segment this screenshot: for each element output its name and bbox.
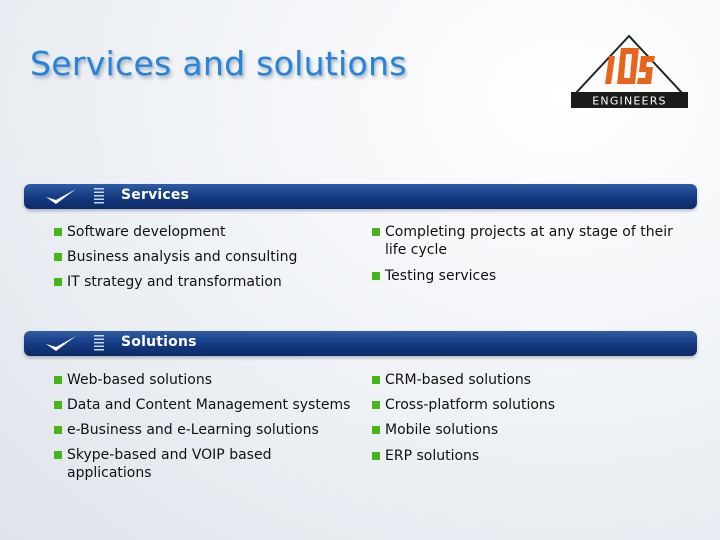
bullet-icon — [54, 228, 62, 236]
bullet-icon — [54, 426, 62, 434]
solutions-heading: Solutions — [121, 334, 197, 350]
list-item: Web-based solutions — [54, 371, 354, 389]
bullet-icon — [372, 401, 380, 409]
bullet-icon — [54, 401, 62, 409]
bullet-icon — [54, 278, 62, 286]
list-item: ERP solutions — [372, 447, 692, 465]
list-item: Data and Content Management systems — [54, 396, 354, 414]
bullet-icon — [372, 376, 380, 384]
bullet-icon — [372, 426, 380, 434]
bullet-icon — [372, 272, 380, 280]
checkmark-icon — [46, 336, 76, 351]
solutions-header-band: Solutions — [24, 331, 697, 356]
grip-lines-icon — [94, 188, 104, 204]
list-item: CRM-based solutions — [372, 371, 692, 389]
list-item: Cross-platform solutions — [372, 396, 692, 414]
solutions-list-right: CRM-based solutions Cross-platform solut… — [372, 371, 692, 465]
services-list-left: Software development Business analysis a… — [54, 223, 344, 291]
list-item: Mobile solutions — [372, 421, 692, 439]
checkmark-icon — [46, 189, 76, 204]
slide-title: Services and solutions — [30, 44, 407, 83]
services-header-band: Services — [24, 184, 697, 209]
list-item: Skype-based and VOIP based applications — [54, 446, 302, 482]
list-item: Business analysis and consulting — [54, 248, 344, 266]
solutions-list-left: Web-based solutions Data and Content Man… — [54, 371, 354, 482]
list-item: e-Business and e-Learning solutions — [54, 421, 354, 439]
logo-mark-icon — [605, 48, 655, 84]
bullet-icon — [372, 228, 380, 236]
bullet-icon — [54, 253, 62, 261]
services-list-right: Completing projects at any stage of thei… — [372, 223, 692, 285]
bullet-icon — [54, 376, 62, 384]
services-heading: Services — [121, 187, 190, 203]
bullet-icon — [54, 451, 62, 459]
company-logo: ENGINEERS — [571, 34, 688, 108]
bullet-icon — [372, 452, 380, 460]
list-item: IT strategy and transformation — [54, 273, 344, 291]
list-item: Testing services — [372, 267, 692, 285]
list-item: Completing projects at any stage of thei… — [372, 223, 692, 259]
grip-lines-icon — [94, 335, 104, 351]
logo-text: ENGINEERS — [592, 95, 667, 108]
list-item: Software development — [54, 223, 344, 241]
